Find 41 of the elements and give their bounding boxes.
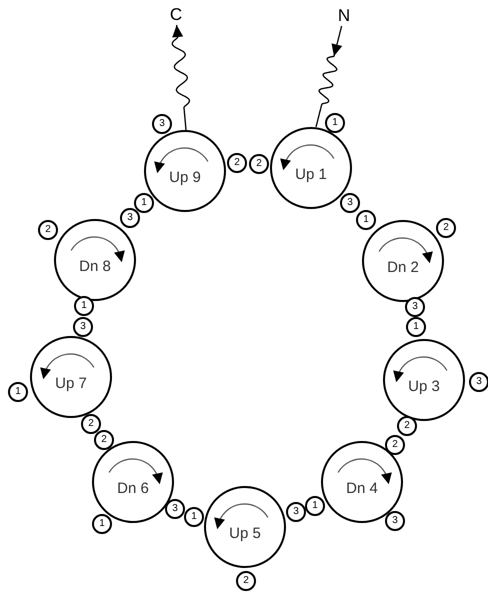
node-label: Up 7: [55, 374, 87, 392]
numbered-circle: 3: [385, 511, 405, 531]
numbered-circle: 3: [340, 193, 360, 213]
numbered-circle: 1: [74, 296, 94, 316]
numbered-circle: 1: [8, 382, 28, 402]
circle-node: [321, 441, 403, 523]
node-label: Up 9: [169, 168, 201, 186]
wavy-arrow: [172, 24, 190, 130]
numbered-circle: 3: [73, 317, 93, 337]
node-label: Up 5: [229, 524, 261, 542]
numbered-circle: 1: [134, 193, 154, 213]
numbered-circle: 3: [286, 502, 306, 522]
numbered-circle: 2: [94, 430, 114, 450]
numbered-circle: 1: [305, 496, 325, 516]
node-label: Dn 4: [346, 480, 378, 496]
numbered-circle: 3: [469, 372, 488, 392]
numbered-circle: 2: [38, 220, 58, 240]
numbered-circle: 2: [81, 414, 101, 434]
numbered-circle: 2: [397, 416, 417, 436]
node-label: Dn 2: [387, 258, 419, 276]
numbered-circle: 1: [92, 514, 112, 534]
numbered-circle: 2: [236, 571, 256, 591]
numbered-circle: 2: [249, 154, 269, 174]
numbered-circle: 2: [227, 153, 247, 173]
numbered-circle: 1: [356, 210, 376, 230]
terminus-label: N: [336, 6, 352, 24]
numbered-circle: 3: [405, 297, 425, 317]
numbered-circle: 2: [436, 218, 456, 238]
wavy-arrow: [315, 26, 342, 128]
node-label: Up 3: [408, 378, 440, 394]
numbered-circle: 3: [152, 114, 172, 134]
node-label: Dn 8: [79, 258, 111, 274]
node-label: Dn 6: [117, 480, 149, 496]
numbered-circle: 1: [325, 113, 345, 133]
numbered-circle: 3: [120, 208, 140, 228]
numbered-circle: 1: [184, 507, 204, 527]
numbered-circle: 1: [406, 317, 426, 337]
numbered-circle: 2: [385, 435, 405, 455]
numbered-circle: 3: [165, 499, 185, 519]
node-label: Up 1: [295, 166, 327, 182]
terminus-label: C: [168, 5, 184, 23]
